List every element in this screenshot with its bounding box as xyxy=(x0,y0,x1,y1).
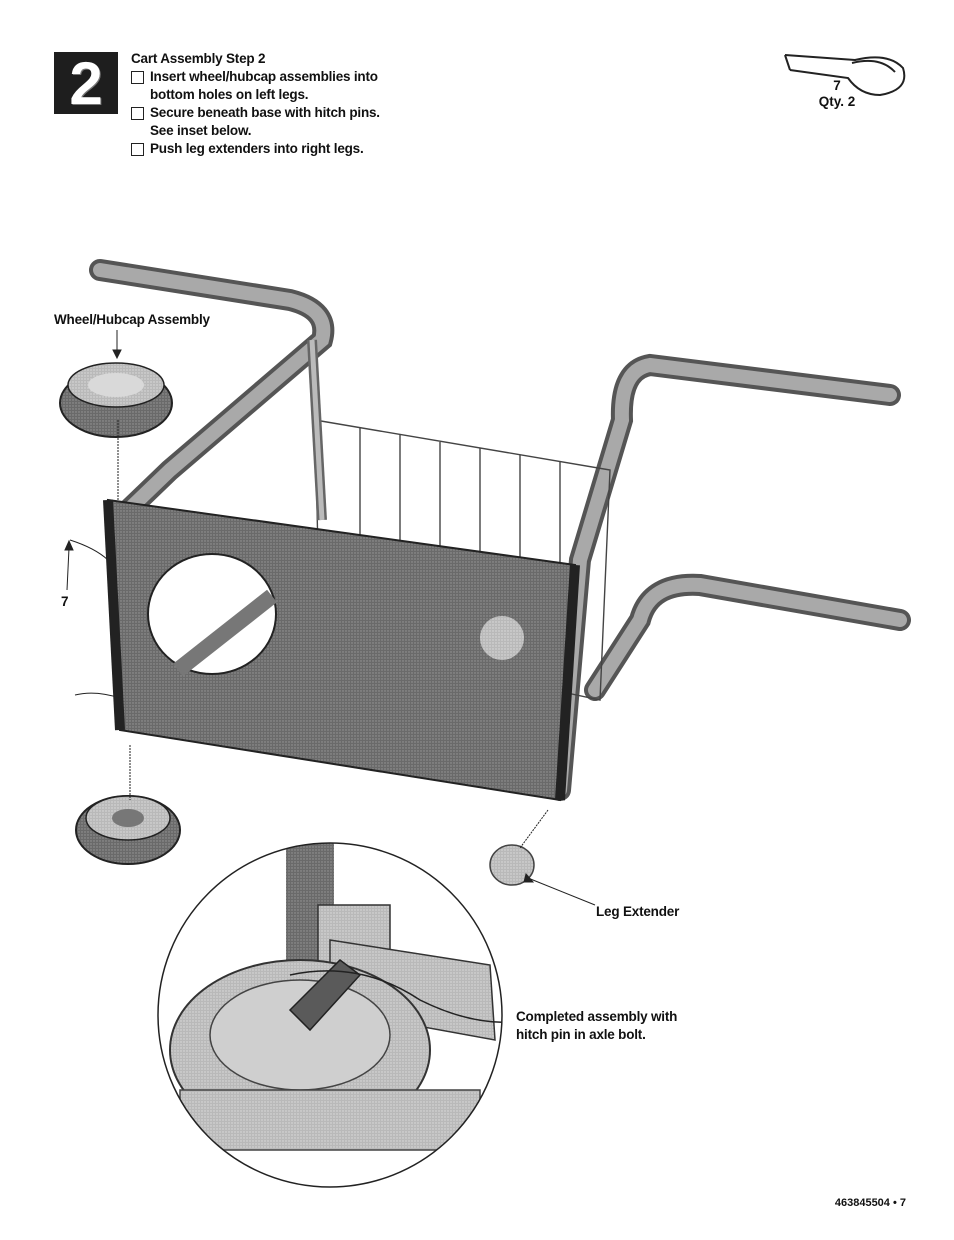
leg-extender-label: Leg Extender xyxy=(596,904,680,919)
step-number: 2 xyxy=(69,49,103,117)
part-ref-label: 7 xyxy=(61,594,69,609)
pointer-lines xyxy=(64,330,596,906)
page-number: 463845504 • 7 xyxy=(834,1197,906,1209)
left-handle-bar xyxy=(89,259,335,531)
inset-detail xyxy=(157,842,503,1188)
instruction-item: Secure beneath base with hitch pins. See… xyxy=(131,104,380,140)
back-legs xyxy=(307,339,327,521)
completed-line: Completed assembly with xyxy=(516,1009,678,1024)
leg-extender xyxy=(489,844,535,886)
part-number: 7 xyxy=(833,78,841,93)
instruction-text: Push leg extenders into right legs. xyxy=(150,140,364,158)
instruction-checkbox[interactable] xyxy=(131,143,144,156)
right-handle-bars xyxy=(549,353,911,801)
hitch-pin-part-icon xyxy=(784,54,906,97)
part-qty-text: Qty. 2 xyxy=(818,94,856,109)
instruction-line: bottom holes on left legs. xyxy=(150,87,309,102)
wheel-top xyxy=(59,362,173,438)
instruction-item: Push leg extenders into right legs. xyxy=(131,140,380,158)
instruction-line: Insert wheel/hubcap assemblies into xyxy=(150,69,378,84)
step-instructions: Cart Assembly Step 2 Insert wheel/hubcap… xyxy=(131,50,380,158)
instruction-checkbox[interactable] xyxy=(131,71,144,84)
part-quantity: 7 Qty. 2 xyxy=(812,78,862,110)
step-number-badge: 2 xyxy=(54,50,118,117)
instruction-item: Insert wheel/hubcap assemblies into bott… xyxy=(131,68,380,104)
wheel-hubcap-label: Wheel/Hubcap Assembly xyxy=(54,312,210,327)
instruction-checkbox[interactable] xyxy=(131,107,144,120)
cart-base-panel xyxy=(103,498,580,802)
instruction-text: Insert wheel/hubcap assemblies into bott… xyxy=(150,68,378,104)
step-title: Cart Assembly Step 2 xyxy=(131,51,266,66)
completed-line: hitch pin in axle bolt. xyxy=(516,1027,646,1042)
completed-assembly-label: Completed assembly with hitch pin in axl… xyxy=(516,1008,677,1044)
instruction-line: Push leg extenders into right legs. xyxy=(150,141,364,156)
wheel-bottom xyxy=(75,795,181,865)
instruction-text: Secure beneath base with hitch pins. See… xyxy=(150,104,380,140)
instruction-line: Secure beneath base with hitch pins. xyxy=(150,105,380,120)
instruction-line: See inset below. xyxy=(150,123,252,138)
